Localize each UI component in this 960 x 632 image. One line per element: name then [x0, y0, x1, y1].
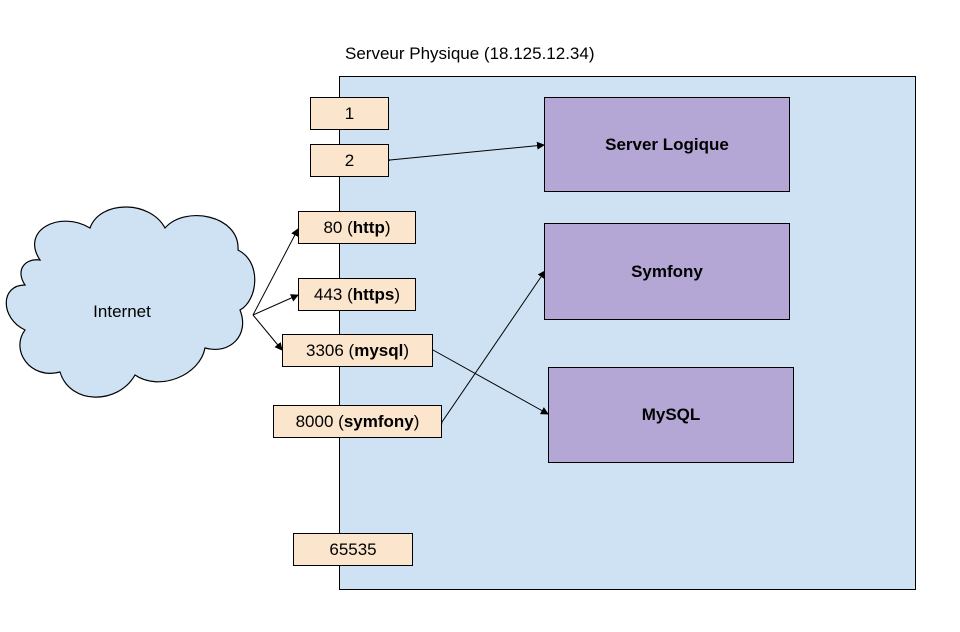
port-8000: 8000 (symfony): [273, 405, 442, 438]
arrow-internet-to-80: [252, 228, 299, 316]
internet-cloud-icon: [5, 206, 256, 398]
port-protocol: http: [352, 217, 385, 237]
port-protocol: https: [352, 284, 395, 304]
port-number: 443: [314, 284, 343, 304]
server-label: Serveur Physique (18.125.12.34): [345, 44, 595, 63]
service-server-logique: Server Logique: [544, 97, 790, 192]
service-symfony: Symfony: [544, 223, 790, 320]
port-65535: 65535: [293, 533, 413, 566]
port-protocol: mysql: [354, 340, 404, 360]
port-number: 65535: [329, 539, 377, 559]
port-2: 2: [310, 144, 389, 177]
arrow-port2-server-logique: [382, 141, 545, 165]
arrow-port8000-symfony: [434, 270, 546, 431]
port-protocol: symfony: [343, 411, 414, 431]
port-1: 1: [310, 97, 389, 130]
port-80: 80 (http): [298, 211, 416, 244]
arrow-internet-to-443: [252, 294, 299, 316]
port-number: 1: [344, 103, 355, 123]
port-443: 443 (https): [298, 278, 416, 311]
port-number: 80: [323, 217, 343, 237]
arrow-internet-to-3306: [252, 314, 283, 351]
port-number: 3306: [305, 340, 344, 360]
internet-label: Internet: [93, 302, 151, 321]
port-number: 2: [344, 150, 355, 170]
service-mysql: MySQL: [548, 367, 794, 463]
port-number: 8000: [295, 411, 334, 431]
port-3306: 3306 (mysql): [282, 334, 433, 367]
arrow-port3306-mysql: [424, 343, 549, 415]
